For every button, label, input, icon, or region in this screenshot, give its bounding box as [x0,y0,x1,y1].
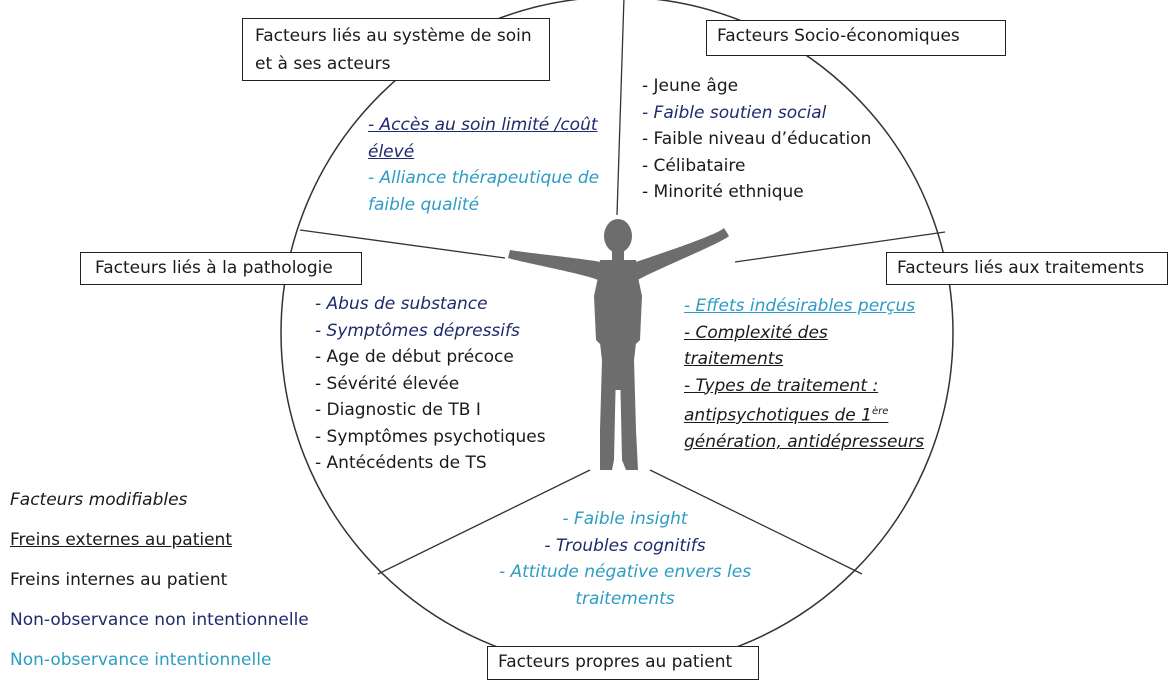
item-education: - Faible niveau d’éducation [642,129,872,149]
item-abus-substance: - Abus de substance [315,294,488,314]
item-acces-soin-line1: - Accès au soin limité /coût [368,115,598,135]
item-celibataire: - Célibataire [642,155,746,176]
legend-intentionnelle: Non-observance intentionnelle [10,650,272,670]
box-socio-economiques: Facteurs Socio-économiques [706,20,1006,56]
human-figure [508,219,729,470]
divider-top [616,0,625,216]
item-symptomes-psychotiques: - Symptômes psychotiques [315,426,546,447]
item-minorite: - Minorité ethnique [642,182,804,202]
item-faible-insight: - Faible insight [562,509,688,529]
divider-right [734,231,946,263]
item-soutien-social: - Faible soutien social [642,102,827,123]
item-severite: - Sévérité élevée [315,373,460,394]
item-complexite-line1: - Complexité des [684,322,828,343]
legend-modifiables: Facteurs modifiables [10,490,188,510]
divider-left [299,229,506,259]
section-socio: - Jeune âge - Faible soutien social - Fa… [642,73,871,206]
item-effets-indesirables: - Effets indésirables perçus [684,296,916,316]
box-systeme-de-soin: Facteurs liés au système de soin et à se… [242,18,550,81]
item-alliance-line1: - Alliance thérapeutique de [368,168,600,188]
legend-non-intentionnelle: Non-observance non intentionnelle [10,610,309,630]
section-traitements: - Effets indésirables perçus - Complexit… [684,293,924,456]
item-antecedents: - Antécédents de TS [315,453,487,473]
divider-bottom-right [649,469,863,575]
box-traitements: Facteurs liés aux traitements [886,252,1168,285]
box-propres-au-patient: Facteurs propres au patient [487,646,759,680]
item-troubles-cognitifs: - Troubles cognitifs [544,535,706,556]
legend-externes: Freins externes au patient [10,530,232,550]
item-age-debut: - Age de début précoce [315,347,514,367]
item-attitude-line1: - Attitude négative envers les [498,562,752,582]
legend-internes: Freins internes au patient [10,570,228,590]
item-diagnostic: - Diagnostic de TB I [315,400,481,420]
item-types-line2: antipsychotiques de 1ère [684,399,924,429]
box-pathologie: Facteurs liés à la pathologie [80,252,362,285]
item-types-line1: - Types de traitement : [684,375,879,396]
section-pathologie: - Abus de substance - Symptômes dépressi… [315,291,546,477]
legend: Facteurs modifiables Freins externes au … [10,480,309,680]
item-types-line3: génération, antidépresseurs [684,432,925,453]
item-complexite-line2: traitements [684,349,784,369]
item-jeune-age: - Jeune âge [642,76,739,96]
item-acces-soin-line2: élevé [368,141,415,162]
item-types-line2-text: antipsychotiques de 1 [684,405,872,426]
item-attitude-line2: traitements [575,588,675,609]
item-symptomes-depressifs: - Symptômes dépressifs [315,320,520,341]
item-types-sup: ère [871,406,889,417]
section-systeme: - Accès au soin limité /coût élevé - All… [368,112,599,218]
item-alliance-line2: faible qualité [368,194,480,215]
section-patient: - Faible insight - Troubles cognitifs - … [480,506,770,612]
divider-bottom-left [377,469,591,575]
